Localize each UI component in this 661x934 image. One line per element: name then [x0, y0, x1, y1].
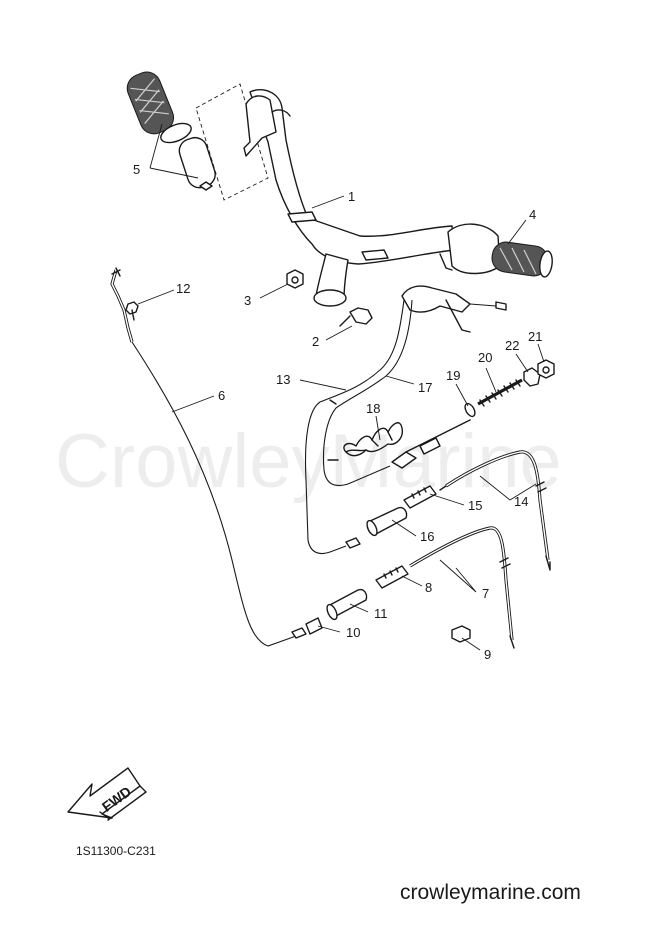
callout-5: 5 [133, 162, 140, 177]
callout-22: 22 [505, 338, 519, 353]
part-1-handlebar [243, 89, 501, 307]
callout-10: 10 [346, 625, 360, 640]
callout-8: 8 [425, 580, 432, 595]
diagram-code: 1S11300-C231 [76, 844, 156, 858]
callout-13: 13 [276, 372, 290, 387]
part-5-left-grip [126, 71, 216, 191]
part-7-cable [409, 526, 515, 649]
callout-18: 18 [366, 401, 380, 416]
part-9-clip [451, 625, 471, 643]
callout-20: 20 [478, 350, 492, 365]
part-3-nut [286, 269, 304, 289]
part-13-cable [304, 299, 405, 555]
callout-9: 9 [484, 647, 491, 662]
part-22-joint [523, 367, 541, 387]
part-16-boot [366, 506, 408, 537]
callout-19: 19 [446, 368, 460, 383]
part-19-washer [464, 402, 476, 418]
callout-3: 3 [244, 293, 251, 308]
callout-16: 16 [420, 529, 434, 544]
part-12-screw [125, 301, 139, 321]
lever-bracket [401, 285, 507, 333]
callout-14: 14 [514, 494, 528, 509]
part-11-boot [326, 588, 368, 621]
callout-11: 11 [374, 606, 388, 621]
callout-6: 6 [218, 388, 225, 403]
brake-rod [391, 419, 471, 469]
part-14-cable [439, 450, 551, 571]
callout-15: 15 [468, 498, 482, 513]
website-label: crowleymarine.com [400, 881, 581, 904]
callout-numbers: 1 2 3 4 5 6 7 8 9 10 11 12 13 14 15 16 1… [133, 162, 542, 662]
callout-1: 1 [348, 189, 355, 204]
part-21-nut [537, 359, 555, 379]
callout-7: 7 [482, 586, 489, 601]
callout-4: 4 [529, 207, 536, 222]
callout-2: 2 [312, 334, 319, 349]
leader-lines [137, 195, 545, 651]
part-10-fitting [305, 617, 323, 635]
part-8-adjuster [375, 565, 409, 589]
part-2-bolt [339, 307, 373, 327]
part-6-cable [110, 267, 307, 647]
part-17-cable [323, 299, 413, 487]
watermark: CrowleyMarine [55, 419, 562, 504]
assembly-outline [195, 83, 269, 201]
part-15-adjuster [403, 485, 437, 509]
callout-17: 17 [418, 380, 432, 395]
callout-21: 21 [528, 329, 542, 344]
part-18-spring [343, 422, 403, 457]
part-4-right-grip [491, 241, 553, 278]
part-20-spring [477, 378, 523, 407]
callout-12: 12 [176, 281, 190, 296]
fwd-arrow: FWD [67, 767, 147, 821]
